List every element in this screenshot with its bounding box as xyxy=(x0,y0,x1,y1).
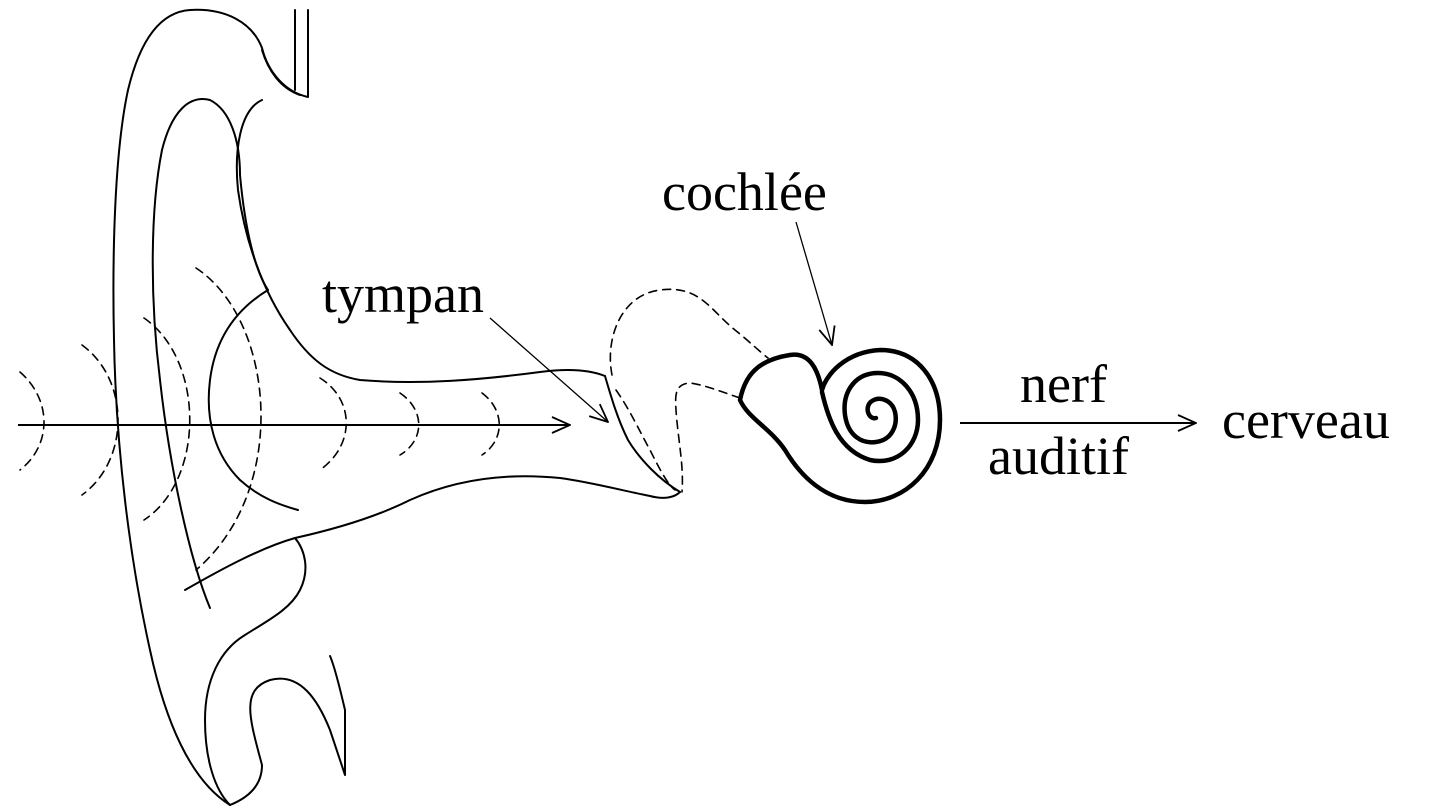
auditory-nerve-label-line1: nerf xyxy=(1020,354,1107,414)
sound-wave-arc xyxy=(481,392,501,456)
antihelix-curve xyxy=(207,289,299,511)
auditory-nerve-label-line2: auditif xyxy=(988,426,1129,486)
eardrum-label-pointer xyxy=(489,317,608,422)
cochlea-label: cochlée xyxy=(662,162,827,222)
cochlea-inner-spiral xyxy=(819,370,921,464)
pinna-outer-contour xyxy=(112,8,346,806)
cochlea-outer-shell xyxy=(737,347,943,505)
earlobe-fold xyxy=(204,537,307,806)
brain-label: cerveau xyxy=(1222,390,1390,450)
cochlea-label-pointer xyxy=(795,221,832,345)
sound-wave-arc xyxy=(399,392,420,456)
sound-wave-arc xyxy=(19,371,45,471)
sound-wave-arc xyxy=(81,344,119,496)
eardrum-label: tympan xyxy=(322,264,484,324)
outer-ear xyxy=(112,8,681,806)
ossicle-outline xyxy=(609,288,769,376)
helix-inner-fold xyxy=(151,98,269,609)
middle-ear-ossicles xyxy=(609,288,769,493)
concha-upper-edge xyxy=(235,99,606,383)
cochlea-spiral xyxy=(737,347,943,505)
pinna-outer-contour-inner-edge xyxy=(261,9,301,96)
eardrum-membrane xyxy=(604,375,681,493)
sound-wave-arc xyxy=(195,267,262,571)
sound-waves xyxy=(19,267,501,571)
ossicle-outline xyxy=(615,389,676,491)
ear-canal-lower-edge xyxy=(184,475,681,591)
ossicle-outline xyxy=(674,382,741,493)
sound-wave-arc xyxy=(143,317,191,521)
